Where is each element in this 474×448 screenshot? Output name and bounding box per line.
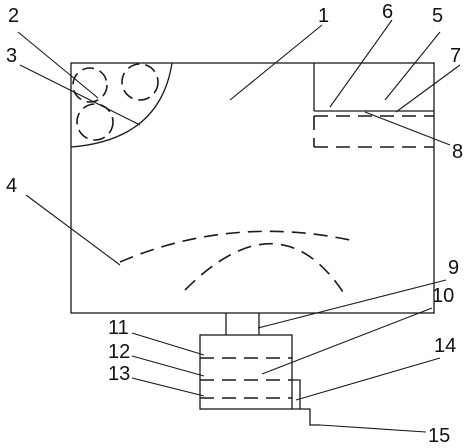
label-5: 5 (432, 5, 443, 27)
label-13: 13 (108, 363, 130, 385)
label-12: 12 (108, 341, 130, 363)
circle-bottom (76, 103, 114, 141)
label-1: 1 (318, 5, 329, 27)
connecting-neck (225, 313, 260, 335)
upper-right-box (313, 63, 434, 148)
label-4: 4 (6, 175, 17, 197)
label-14: 14 (434, 335, 456, 357)
label-15: 15 (428, 425, 450, 447)
label-8: 8 (452, 141, 463, 163)
dashed-arcs (119, 230, 351, 296)
circle-top-right (121, 63, 159, 101)
label-3: 3 (6, 45, 17, 67)
label-2: 2 (8, 5, 19, 27)
label-9: 9 (448, 257, 459, 279)
lower-box (199, 334, 320, 426)
label-11: 11 (108, 317, 129, 339)
label-6: 6 (382, 1, 393, 23)
label-10: 10 (432, 285, 454, 307)
main-housing (70, 62, 435, 314)
leader-lines (17, 19, 461, 433)
circle-top-left (72, 67, 108, 103)
part-labels: 1 2 3 4 5 6 7 8 9 10 11 12 13 14 15 (6, 1, 463, 447)
corner-compartment (70, 62, 173, 148)
label-7: 7 (450, 45, 461, 67)
